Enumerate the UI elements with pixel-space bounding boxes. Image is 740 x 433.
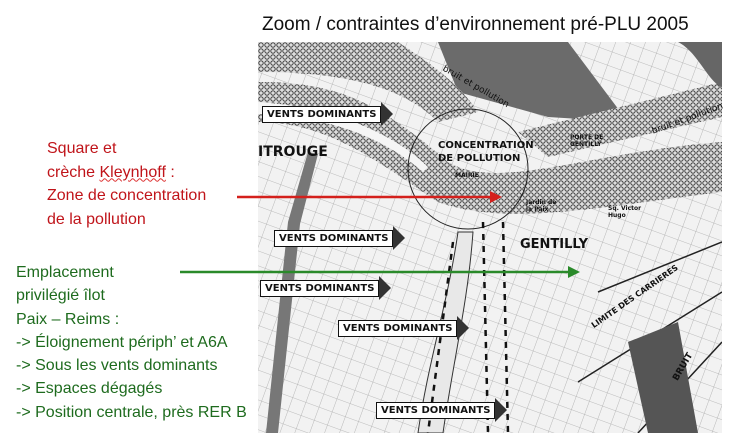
label-porte-de: PORTE DE (570, 134, 604, 141)
label-jardin: Jardin de (526, 199, 557, 206)
annotation-line: -> Espaces dégagés (16, 380, 163, 398)
pollution-annotation: Square et crèche Kleynhoff : Zone de con… (47, 137, 206, 231)
map-image: ITROUGE CONCENTRATION DE POLLUTION MAIRI… (258, 42, 725, 433)
label-de-pollution: DE POLLUTION (438, 153, 521, 164)
vents-dominants-arrow: VENTS DOMINANTS (376, 398, 508, 422)
label-sq-victor: Sq. Victor (608, 205, 642, 212)
annotation-text: crèche (47, 163, 100, 181)
label-montrouge: ITROUGE (258, 144, 328, 160)
annotation-text: : (165, 163, 175, 181)
annotation-line: crèche Kleynhoff : (47, 161, 206, 185)
label-hugo: Hugo (608, 212, 626, 219)
annotation-line: Emplacement (16, 264, 114, 281)
annotation-line: privilégié îlot (16, 287, 105, 305)
label-mairie: MAIRIE (455, 172, 479, 179)
vents-dominants-arrow: VENTS DOMINANTS (260, 276, 392, 300)
vents-dominants-arrow: VENTS DOMINANTS (274, 226, 406, 250)
kleynhoff-text: Kleynhoff (99, 163, 166, 181)
annotation-line: -> Sous les vents dominants (16, 357, 218, 375)
label-gentilly: GENTILLY (520, 237, 589, 252)
annotation-line: Zone de concentration (47, 187, 207, 204)
annotation-line: Paix – Reims : (16, 310, 120, 328)
red-arrow (237, 191, 502, 203)
vents-dominants-arrow: VENTS DOMINANTS (338, 316, 470, 340)
label-porte-gentilly: GENTILLY (570, 141, 602, 148)
annotation-line: -> Position centrale, près RER B (16, 403, 247, 421)
slide-title: Zoom / contraintes d’environnement pré-P… (262, 14, 689, 35)
annotation-line: -> Éloignement périph’ et A6A (16, 333, 228, 351)
label-concentration: CONCENTRATION (438, 140, 534, 151)
green-arrow (180, 266, 580, 278)
label-la-paix: la Paix (526, 206, 549, 213)
annotation-line: Square et (47, 140, 117, 157)
annotation-line: de la pollution (47, 210, 146, 228)
vents-dominants-arrow: VENTS DOMINANTS (262, 102, 394, 126)
location-annotation: Emplacement privilégié îlot Paix – Reims… (16, 261, 247, 424)
